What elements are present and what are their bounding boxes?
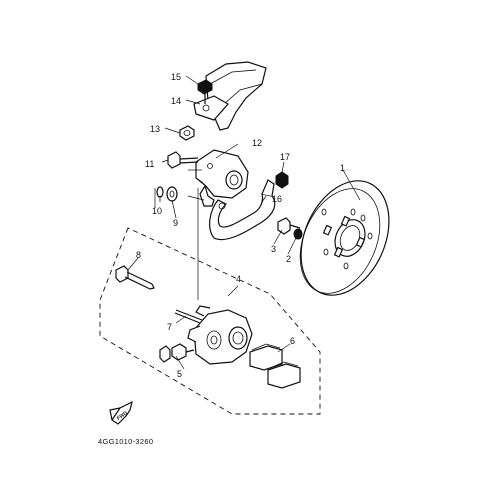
bleed-screw-5 (159, 343, 195, 363)
hose-guide (209, 179, 276, 241)
callout-10: 10 (152, 206, 162, 216)
bolt-11 (167, 151, 199, 169)
diagram-code: 4GG1010-3260 (98, 437, 153, 446)
callout-1: 1 (340, 163, 345, 173)
bolt-3 (277, 217, 301, 235)
callout-11: 11 (145, 159, 154, 169)
callout-9: 9 (173, 218, 178, 228)
caliper-assembly-outline (99, 227, 321, 415)
callout-12: 12 (252, 138, 262, 148)
callout-17: 17 (280, 152, 290, 162)
front-direction-arrow: FWD (109, 400, 133, 425)
caliper-bracket (195, 149, 249, 207)
caliper (187, 305, 253, 365)
callout-16: 16 (272, 194, 282, 204)
callout-5: 5 (177, 369, 182, 379)
brake-disc (299, 180, 390, 296)
bolt-17 (275, 171, 289, 189)
callout-14: 14 (171, 96, 181, 106)
bolt-15 (197, 79, 213, 104)
front-label: FWD (116, 410, 129, 422)
callout-13: 13 (150, 124, 160, 134)
callout-8: 8 (136, 250, 141, 260)
callout-4: 4 (236, 274, 241, 284)
leader-lines (127, 75, 361, 370)
callout-6: 6 (290, 336, 295, 346)
callout-7: 7 (167, 322, 172, 332)
bolt-8 (115, 265, 155, 290)
callout-15: 15 (171, 72, 181, 82)
washer-9 (166, 186, 178, 202)
callout-2: 2 (286, 254, 291, 264)
callout-3: 3 (271, 244, 276, 254)
brake-pads (249, 343, 301, 389)
disc-guard (193, 61, 267, 131)
nut-13 (179, 125, 195, 141)
washer-10 (156, 186, 164, 198)
callout-labels: 1 2 3 4 5 6 7 8 9 10 11 12 13 14 15 16 1… (136, 72, 345, 379)
washer-2 (293, 228, 303, 240)
pin-7 (174, 309, 203, 324)
